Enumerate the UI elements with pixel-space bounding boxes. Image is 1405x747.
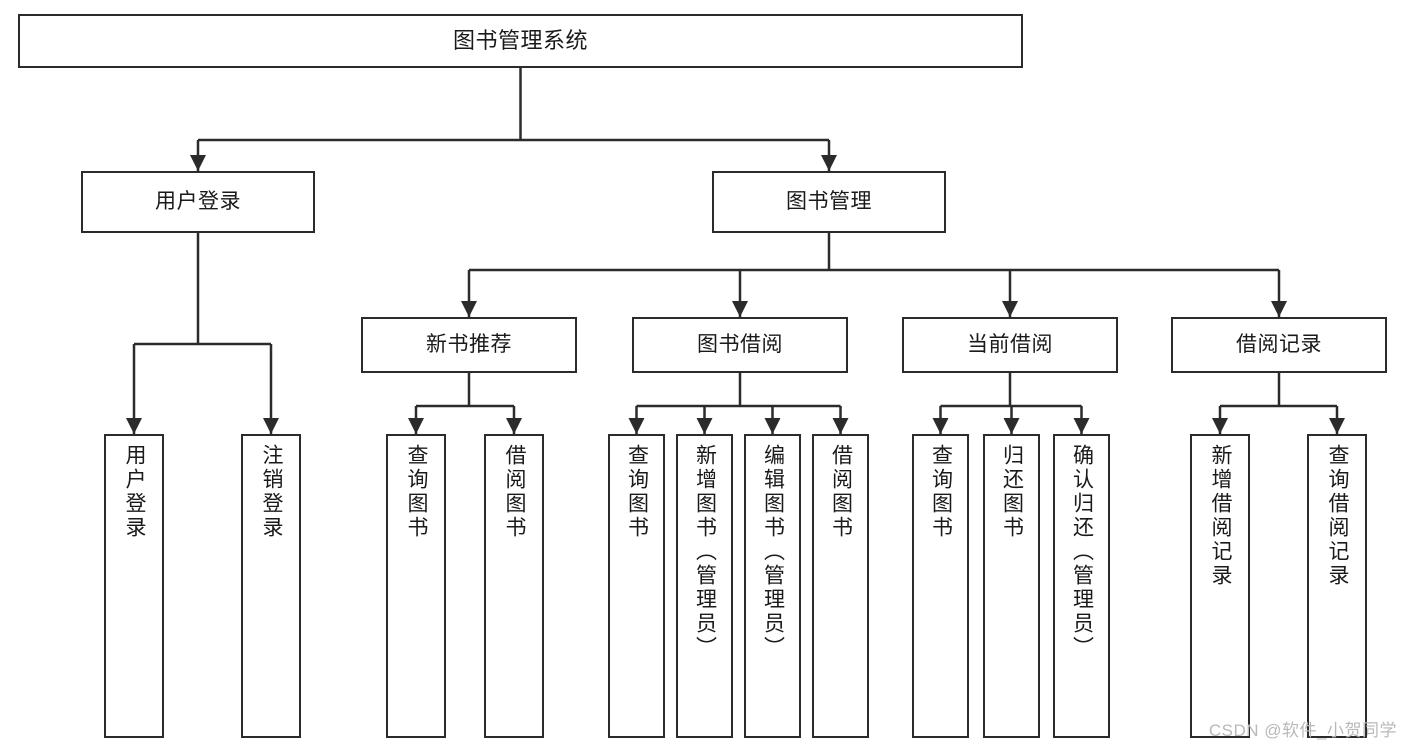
arrowhead-icon bbox=[1212, 418, 1228, 434]
arrowhead-icon bbox=[506, 418, 522, 434]
node-leaf-rec-add[interactable]: 新增借阅记录 bbox=[1190, 434, 1250, 738]
arrowhead-icon bbox=[628, 418, 645, 434]
arrowhead-icon bbox=[1329, 418, 1345, 434]
node-leaf-nb-borrow[interactable]: 借阅图书 bbox=[484, 434, 544, 738]
node-label: 用户登录 bbox=[123, 444, 147, 540]
node-login[interactable]: 用户登录 bbox=[81, 171, 315, 233]
node-borrow[interactable]: 图书借阅 bbox=[632, 317, 848, 373]
arrowhead-icon bbox=[408, 418, 424, 434]
arrowhead-icon bbox=[1073, 418, 1090, 434]
node-leaf-bk-borrow[interactable]: 借阅图书 bbox=[812, 434, 869, 738]
node-leaf-bk-add[interactable]: 新增图书（管理员） bbox=[676, 434, 733, 738]
arrowhead-icon bbox=[461, 301, 477, 317]
node-bookmgmt[interactable]: 图书管理 bbox=[712, 171, 946, 233]
arrowhead-icon bbox=[764, 418, 781, 434]
node-leaf-cur-confirm[interactable]: 确认归还（管理员） bbox=[1053, 434, 1110, 738]
node-leaf-bk-edit[interactable]: 编辑图书（管理员） bbox=[744, 434, 801, 738]
node-newbook[interactable]: 新书推荐 bbox=[361, 317, 577, 373]
node-label: 编辑图书（管理员） bbox=[761, 444, 785, 660]
node-label: 查询图书 bbox=[929, 444, 953, 540]
node-label: 查询图书 bbox=[625, 444, 649, 540]
arrowhead-icon bbox=[821, 155, 837, 171]
arrowhead-icon bbox=[832, 418, 849, 434]
node-current[interactable]: 当前借阅 bbox=[902, 317, 1118, 373]
node-leaf-cur-query[interactable]: 查询图书 bbox=[912, 434, 969, 738]
node-leaf-bk-query[interactable]: 查询图书 bbox=[608, 434, 665, 738]
arrowhead-icon bbox=[732, 301, 748, 317]
node-label: 归还图书 bbox=[1000, 444, 1024, 540]
node-root[interactable]: 图书管理系统 bbox=[18, 14, 1023, 68]
node-label: 图书管理系统 bbox=[452, 28, 588, 54]
node-label: 当前借阅 bbox=[967, 332, 1053, 356]
node-leaf-user-login[interactable]: 用户登录 bbox=[104, 434, 164, 738]
node-leaf-nb-query[interactable]: 查询图书 bbox=[386, 434, 446, 738]
node-label: 新增图书（管理员） bbox=[693, 444, 717, 660]
node-label: 借阅记录 bbox=[1236, 332, 1322, 356]
arrowhead-icon bbox=[190, 155, 206, 171]
arrowhead-icon bbox=[696, 418, 713, 434]
arrowhead-icon bbox=[1002, 301, 1018, 317]
node-records[interactable]: 借阅记录 bbox=[1171, 317, 1387, 373]
node-leaf-cur-return[interactable]: 归还图书 bbox=[983, 434, 1040, 738]
arrowhead-icon bbox=[932, 418, 949, 434]
node-label: 查询图书 bbox=[405, 444, 429, 540]
node-label: 新书推荐 bbox=[426, 332, 512, 356]
node-leaf-rec-query[interactable]: 查询借阅记录 bbox=[1307, 434, 1367, 738]
node-label: 新增借阅记录 bbox=[1209, 444, 1233, 588]
node-leaf-user-logout[interactable]: 注销登录 bbox=[241, 434, 301, 738]
node-label: 借阅图书 bbox=[829, 444, 853, 540]
node-label: 注销登录 bbox=[260, 444, 284, 540]
arrowhead-icon bbox=[1003, 418, 1020, 434]
node-label: 查询借阅记录 bbox=[1326, 444, 1350, 588]
node-label: 用户登录 bbox=[155, 189, 241, 213]
node-label: 借阅图书 bbox=[503, 444, 527, 540]
arrowhead-icon bbox=[263, 418, 279, 434]
watermark: CSDN @软件_小贺同学 bbox=[1208, 721, 1397, 740]
arrowhead-icon bbox=[126, 418, 142, 434]
node-label: 图书管理 bbox=[786, 189, 872, 213]
node-label: 图书借阅 bbox=[697, 332, 783, 356]
node-label: 确认归还（管理员） bbox=[1070, 444, 1094, 660]
arrowhead-icon bbox=[1271, 301, 1287, 317]
